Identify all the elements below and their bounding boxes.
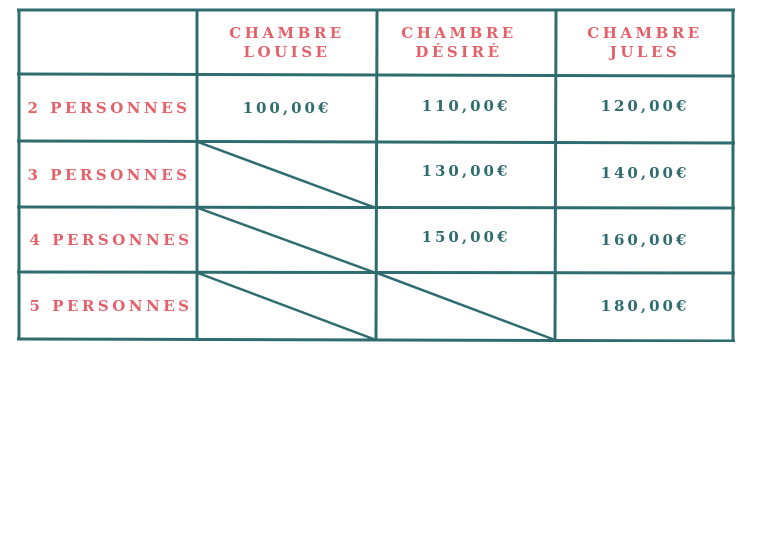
header-louise-line1: CHAMBRE: [229, 24, 345, 42]
header-desire-line2: DÉSIRÉ: [415, 43, 503, 61]
price-2-desire: 110,00€: [421, 97, 511, 115]
header-louise-line2: LOUISE: [243, 43, 331, 61]
price-3-desire: 130,00€: [421, 162, 511, 180]
unavailable-slash-r4-louise: [197, 206, 377, 275]
row-label-5: 5 PERSONNES: [29, 297, 193, 315]
table-grid: [17, 8, 735, 342]
row-label-3: 3 PERSONNES: [27, 166, 191, 184]
header-louise: CHAMBRE LOUISE: [199, 12, 375, 74]
price-4-desire: 150,00€: [421, 228, 511, 246]
header-jules-line2: JULES: [609, 43, 681, 61]
price-3-jules: 140,00€: [600, 164, 690, 182]
price-2-louise: 100,00€: [242, 99, 332, 117]
pricing-table: CHAMBRE LOUISE CHAMBRE DÉSIRÉ CHAMBRE JU…: [17, 8, 735, 342]
price-5-jules: 180,00€: [600, 297, 690, 315]
price-4-jules: 160,00€: [600, 231, 690, 249]
header-desire: CHAMBRE DÉSIRÉ: [371, 12, 547, 74]
price-2-jules: 120,00€: [600, 97, 690, 115]
row-label-2: 2 PERSONNES: [27, 99, 191, 117]
row-label-4: 4 PERSONNES: [29, 231, 193, 249]
header-jules-line1: CHAMBRE: [587, 24, 703, 42]
unavailable-slash-r5-louise: [197, 271, 377, 342]
header-jules: CHAMBRE JULES: [558, 12, 732, 74]
unavailable-slash-r3-louise: [197, 140, 377, 210]
unavailable-slash-r5-desire: [376, 271, 556, 342]
header-desire-line1: CHAMBRE: [401, 24, 517, 42]
